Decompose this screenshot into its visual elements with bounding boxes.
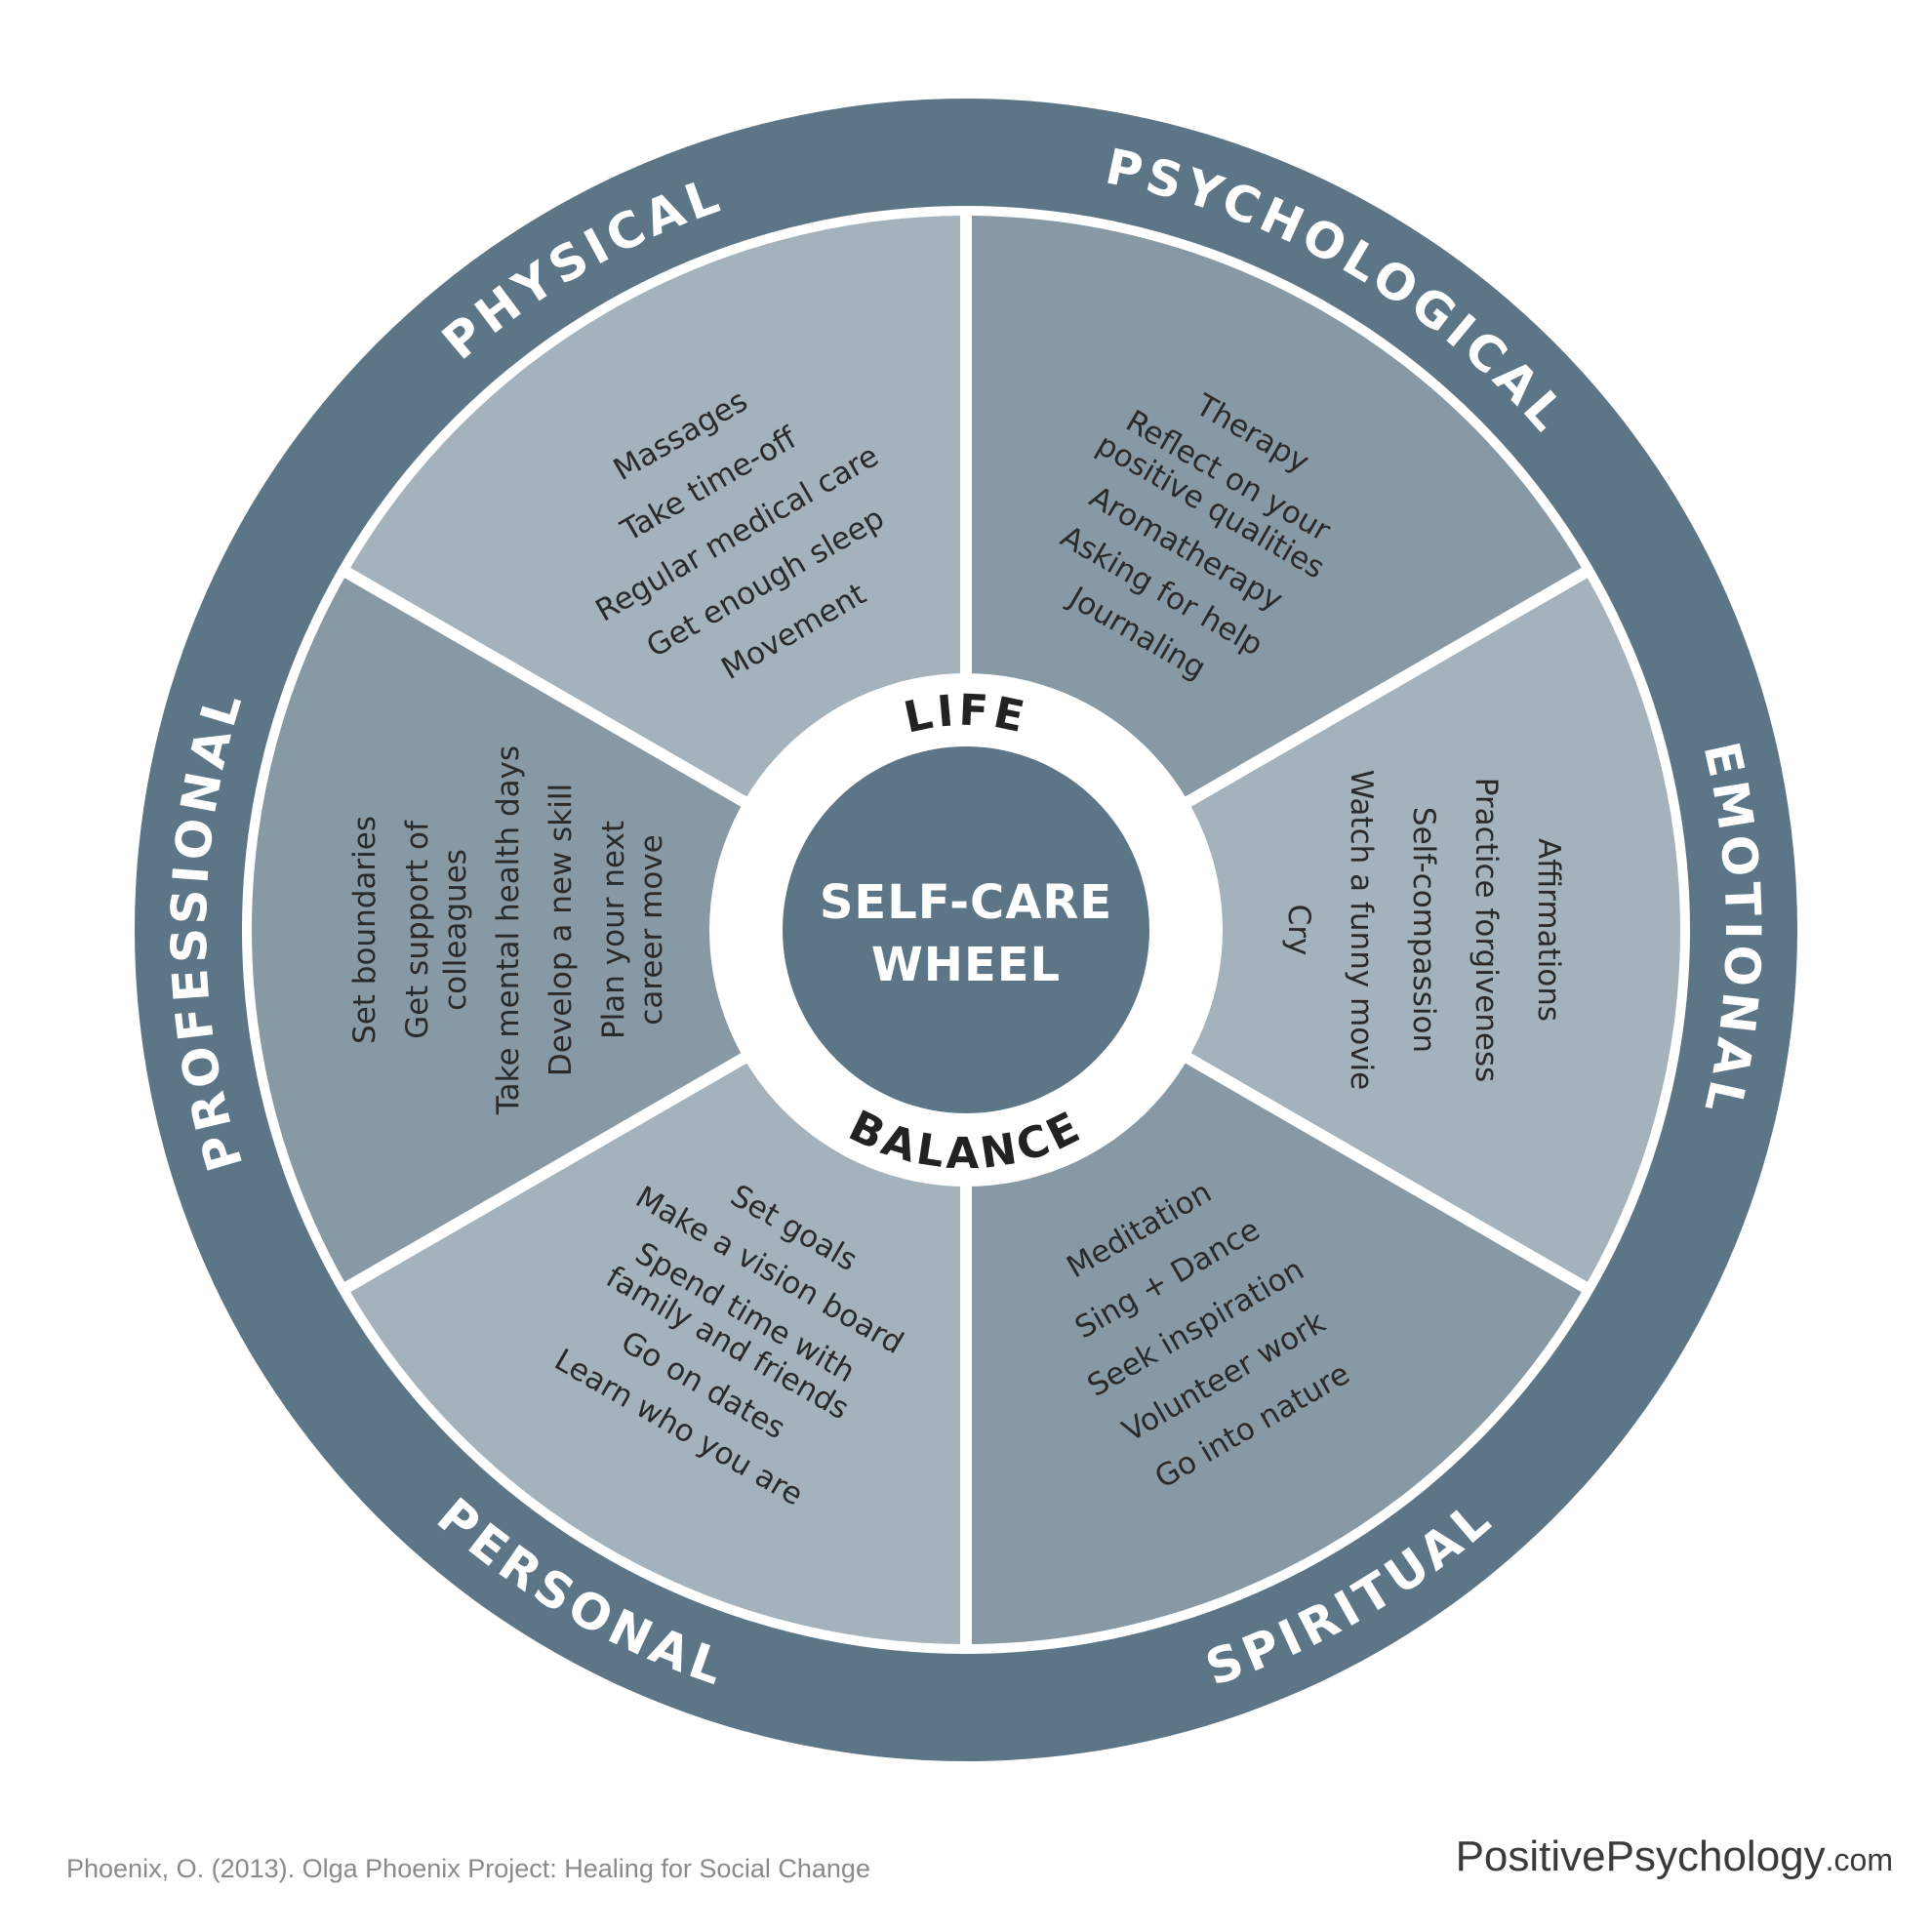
life-label: LIFE	[900, 685, 1032, 743]
brand-suffix: .com	[1825, 1842, 1893, 1877]
center-title-line1: SELF-CARE	[820, 875, 1112, 930]
self-care-item: Take mental health days	[491, 745, 526, 1115]
self-care-item: Watch a funny movie	[1344, 770, 1379, 1090]
self-care-item: career move	[634, 834, 669, 1025]
self-care-item: Get support of	[400, 820, 435, 1039]
self-care-item: Cry	[1281, 905, 1316, 956]
segment-emotional	[966, 573, 1680, 1287]
self-care-item: colleagues	[438, 849, 473, 1011]
self-care-item: Plan your next	[596, 821, 631, 1039]
self-care-item: Affirmations	[1531, 838, 1566, 1022]
segment-professional	[251, 573, 966, 1287]
items-emotional: Affirmations Practice forgiveness Self-com…	[1281, 770, 1566, 1090]
self-care-item: Set boundaries	[347, 816, 382, 1044]
self-care-item: Practice forgiveness	[1469, 778, 1504, 1082]
brand-name: PositivePsychology	[1455, 1832, 1826, 1880]
self-care-item: Develop a new skill	[543, 784, 579, 1076]
center-title-line2: WHEEL	[871, 938, 1061, 992]
hub-center	[783, 746, 1149, 1113]
self-care-item: Self-compassion	[1406, 807, 1441, 1053]
source-credit: Phoenix, O. (2013). Olga Phoenix Project…	[66, 1854, 870, 1883]
brand-logo: PositivePsychology.com	[1456, 1832, 1893, 1881]
